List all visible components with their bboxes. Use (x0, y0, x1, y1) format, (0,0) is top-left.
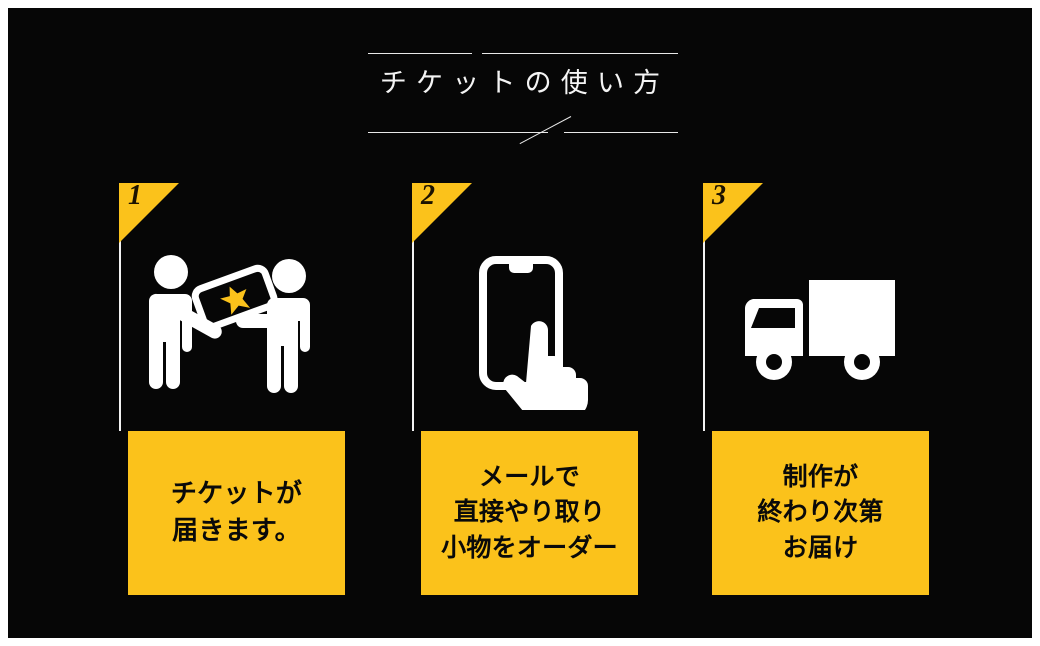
divider-top-left (368, 53, 472, 54)
divider-slash-icon (519, 116, 572, 145)
divider-bottom-right (564, 132, 678, 133)
step-card-left-edge (703, 183, 705, 431)
step-number-label: 3 (712, 180, 726, 211)
infographic-canvas: チケットの使い方 1 (8, 8, 1032, 638)
caption-line: 小物をオーダー (441, 534, 618, 562)
delivery-truck-icon (745, 280, 895, 380)
step-caption-box: 制作が 終わり次第 お届け (712, 431, 929, 595)
step-card-2: 2 メールで 直接やり取り 小物をオーダー (412, 175, 638, 595)
header: チケットの使い方 (8, 8, 1032, 168)
step-caption-box: チケットが 届きます。 (128, 431, 345, 595)
caption-line: メールで (478, 463, 580, 491)
caption-line: 終わり次第 (757, 499, 884, 527)
step-caption-box: メールで 直接やり取り 小物をオーダー (421, 431, 638, 595)
caption-line: 直接やり取り (453, 499, 606, 527)
divider-bottom-left (368, 132, 548, 133)
step-number-label: 2 (421, 180, 435, 211)
caption-line: チケットが (170, 479, 303, 509)
step-card-left-edge (412, 183, 414, 431)
caption-line: お届け (782, 534, 859, 562)
smartphone-tap-icon (479, 256, 588, 410)
ticket-handoff-icon (148, 255, 310, 393)
caption-line: 届きます。 (172, 516, 301, 545)
step-icon-area (119, 235, 345, 425)
step-card-3: 3 制作が 終わり次第 お届 (703, 175, 929, 595)
divider-top-right (482, 53, 678, 54)
step-card-1: 1 (119, 175, 345, 595)
step-number-label: 1 (128, 180, 142, 211)
page-title: チケットの使い方 (379, 68, 670, 98)
step-icon-area (412, 235, 638, 425)
step-icon-area (703, 235, 929, 425)
step-card-left-edge (119, 183, 121, 431)
caption-line: 制作が (782, 463, 859, 491)
